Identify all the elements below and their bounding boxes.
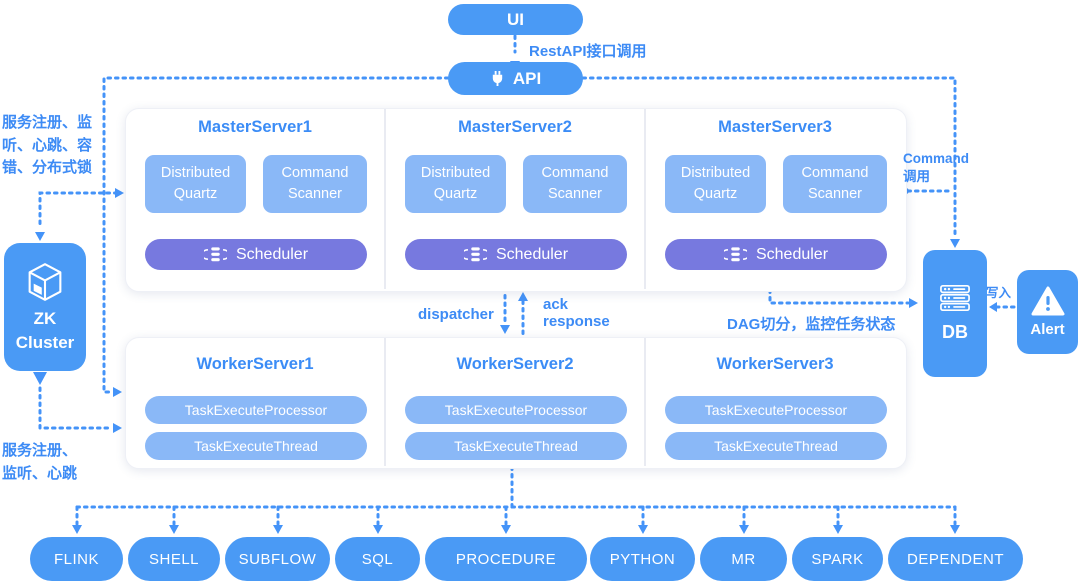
command-scanner-box-2: Command Scanner <box>523 155 627 213</box>
usb-plug-icon <box>490 71 505 86</box>
task-type-shell: SHELL <box>128 537 220 581</box>
scheduler-label: Scheduler <box>235 245 309 263</box>
task-execute-processor-2: TaskExecuteProcessor <box>405 396 627 424</box>
master-divider-2 <box>644 109 646 289</box>
ui-label: UI <box>507 9 524 29</box>
task-type-procedure: PROCEDURE <box>425 537 587 581</box>
distributed-quartz-box-2: Distributed Quartz <box>405 155 506 213</box>
zk-bottom-label: 服务注册、监听、心跳 <box>2 442 78 482</box>
master-divider-1 <box>384 109 386 289</box>
command-scanner-box-3: Command Scanner <box>783 155 887 213</box>
task-type-mr: MR <box>700 537 787 581</box>
worker-server-3-title: WorkerServer3 <box>716 355 834 373</box>
scheduler-pill-3: Scheduler <box>665 239 887 270</box>
master-server-1-title: MasterServer1 <box>198 118 312 136</box>
command-scanner-box-1: Command Scanner <box>263 155 367 213</box>
distributed-quartz-box-1: Distributed Quartz <box>145 155 246 213</box>
zk-top-label: 服务注册、监听、心跳、容错、分布式锁 <box>2 114 93 176</box>
task-type-python: PYTHON <box>590 537 695 581</box>
db-node: DB <box>923 250 987 377</box>
task-type-subflow: SUBFLOW <box>225 537 330 581</box>
db-label: DB <box>942 322 968 342</box>
scheduler-label: Scheduler <box>495 245 569 263</box>
worker-divider-2 <box>644 338 646 466</box>
dag-label: DAG切分，监控任务状态 <box>727 316 896 333</box>
scheduler-label: Scheduler <box>755 245 829 263</box>
task-execute-thread-1: TaskExecuteThread <box>145 432 367 460</box>
zk-cluster-node: ZK Cluster <box>4 243 86 371</box>
alert-node: Alert <box>1017 270 1078 354</box>
cube-icon <box>25 261 65 303</box>
worker-server-2-title: WorkerServer2 <box>456 355 574 373</box>
api-node: API <box>448 62 583 95</box>
task-type-flink: FLINK <box>30 537 123 581</box>
task-execute-thread-2: TaskExecuteThread <box>405 432 627 460</box>
master-server-2-title: MasterServer2 <box>458 118 572 136</box>
distributed-quartz-box-3: Distributed Quartz <box>665 155 766 213</box>
scheduler-sync-icon <box>463 246 487 263</box>
command-call-label: Command 调用 <box>903 151 970 184</box>
task-type-sql: SQL <box>335 537 420 581</box>
task-execute-thread-3: TaskExecuteThread <box>665 432 887 460</box>
zk-label-line1: ZK <box>33 309 57 328</box>
dispatcher-label: dispatcher <box>418 306 494 323</box>
ui-node: UI <box>448 4 583 35</box>
scheduler-sync-icon <box>723 246 747 263</box>
rest-api-label: RestAPI接口调用 <box>529 43 647 60</box>
api-label: API <box>512 68 542 88</box>
scheduler-sync-icon <box>203 246 227 263</box>
task-type-dependent: DEPENDENT <box>888 537 1023 581</box>
task-type-spark: SPARK <box>792 537 883 581</box>
scheduler-pill-2: Scheduler <box>405 239 627 270</box>
ack-response-label: ack response <box>543 296 610 331</box>
worker-divider-1 <box>384 338 386 466</box>
worker-server-1-title: WorkerServer1 <box>196 355 314 373</box>
alert-label: Alert <box>1030 321 1065 338</box>
task-execute-processor-3: TaskExecuteProcessor <box>665 396 887 424</box>
write-label: 写入 <box>986 286 1012 300</box>
zk-label-line2: Cluster <box>15 333 75 352</box>
warning-triangle-icon <box>1031 286 1065 316</box>
database-icon <box>940 284 970 312</box>
scheduler-pill-1: Scheduler <box>145 239 367 270</box>
task-execute-processor-1: TaskExecuteProcessor <box>145 396 367 424</box>
master-server-3-title: MasterServer3 <box>718 118 832 136</box>
